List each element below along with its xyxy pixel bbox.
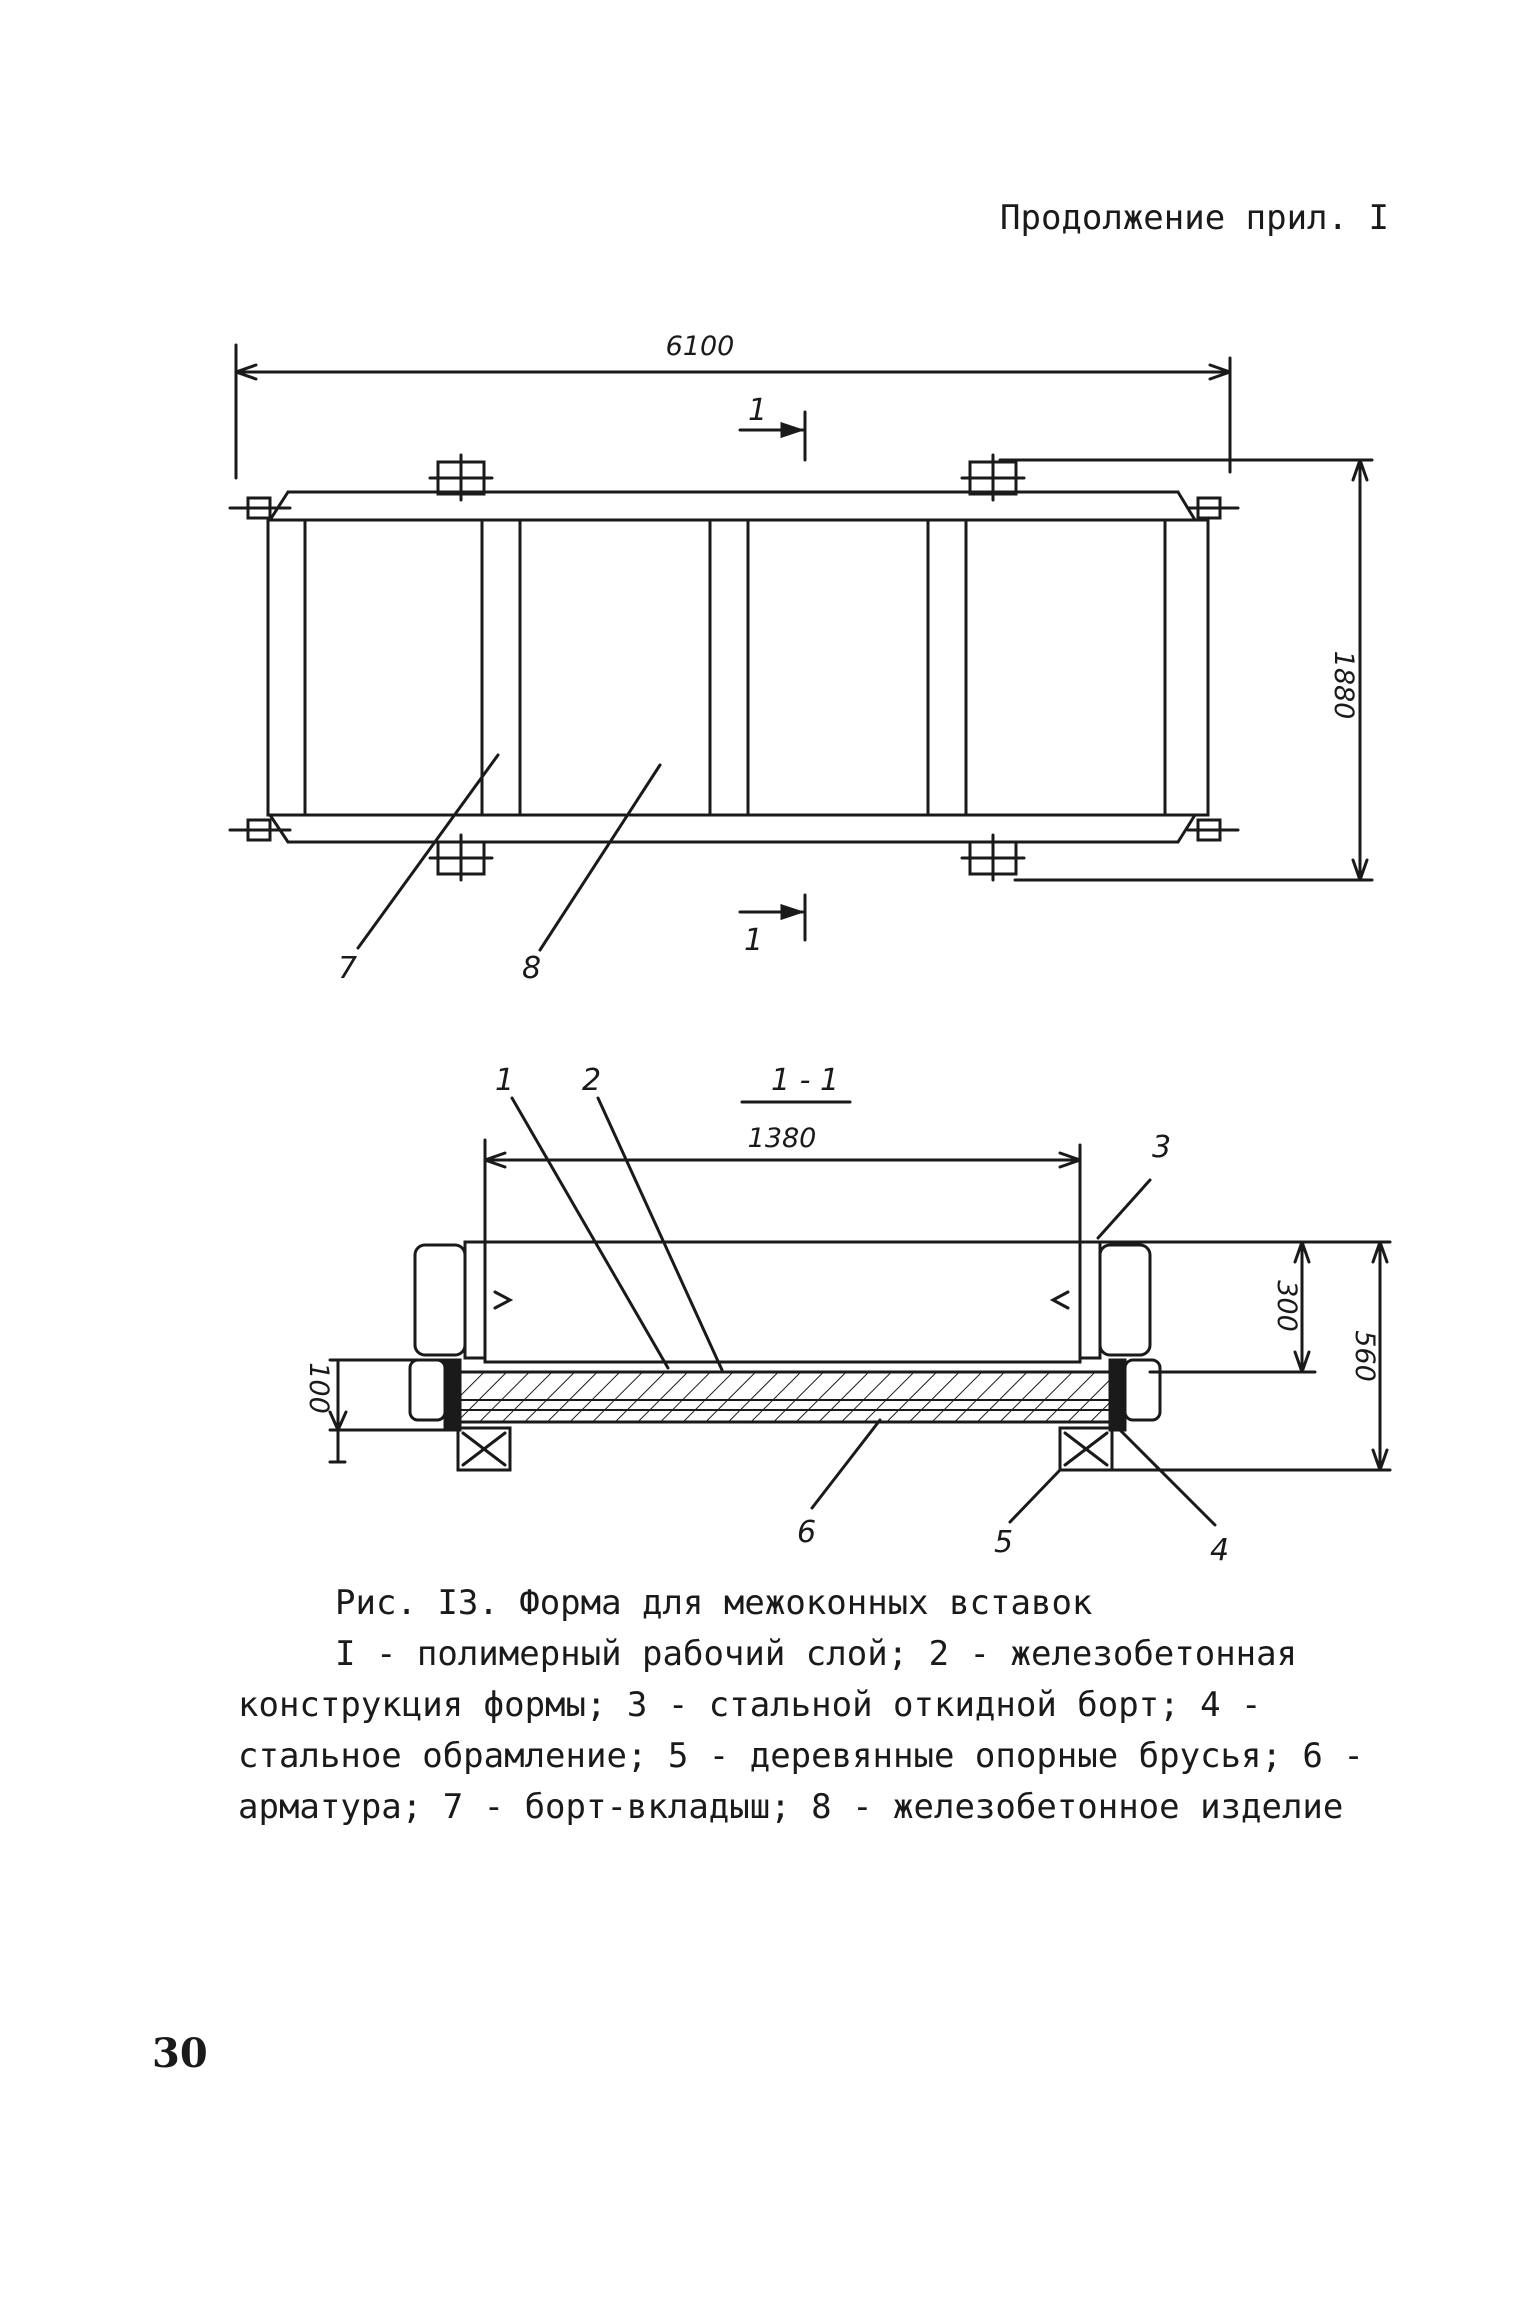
corner-hinges xyxy=(228,496,1240,842)
inner-width-dim-text: 1380 xyxy=(748,1123,817,1154)
height-300-text: 300 xyxy=(1271,1280,1302,1332)
section-label-3: 3 xyxy=(1152,1130,1171,1165)
section-label-6: 6 xyxy=(797,1515,816,1550)
inner-width-dimension: 1380 xyxy=(483,1123,1082,1242)
section-label-1: 1 xyxy=(495,1063,514,1098)
plan-label-7: 7 xyxy=(338,951,357,986)
section-cut-bottom: 1 xyxy=(738,893,807,958)
caption-title: Рис. I3. Форма для межоконных вставок xyxy=(335,1583,1093,1623)
left-dim-text: 100 xyxy=(303,1362,334,1414)
section-label-2: 2 xyxy=(582,1063,601,1098)
figure-caption: Рис. I3. Форма для межоконных вставок I … xyxy=(238,1578,1368,1833)
section-label-4: 4 xyxy=(1210,1533,1229,1568)
width-dim-text: 1880 xyxy=(1328,651,1359,720)
plan-label-8: 8 xyxy=(522,951,541,986)
length-dimension: 6100 xyxy=(234,331,1232,480)
section-view: 1 - 1 1380 xyxy=(303,1063,1392,1568)
section-label-5: 5 xyxy=(994,1525,1013,1560)
ribs xyxy=(480,518,968,817)
page-header: Продолжение прил. I xyxy=(1000,198,1389,238)
caption-legend: I - полимерный рабочий слой; 2 - железоб… xyxy=(238,1634,1364,1827)
height-dimensions: 300 560 xyxy=(1098,1240,1392,1472)
support-beams xyxy=(456,1426,1114,1472)
page-number: 30 xyxy=(152,2030,208,2077)
section-cut-top: 1 xyxy=(738,393,807,462)
height-560-text: 560 xyxy=(1349,1330,1380,1382)
width-dimension: 1880 xyxy=(998,458,1374,882)
side-boards xyxy=(413,1240,1152,1364)
length-dim-text: 6100 xyxy=(666,331,735,362)
left-dimension: 100 xyxy=(303,1358,452,1464)
form-outer xyxy=(266,518,1210,817)
plan-view: 6100 1880 xyxy=(228,331,1374,986)
lifting-lugs xyxy=(428,453,1026,882)
section-mark-top-text: 1 xyxy=(748,393,767,428)
section-title: 1 - 1 xyxy=(771,1063,839,1098)
base-slab xyxy=(408,1358,1162,1432)
section-mark-bottom-text: 1 xyxy=(744,923,763,958)
